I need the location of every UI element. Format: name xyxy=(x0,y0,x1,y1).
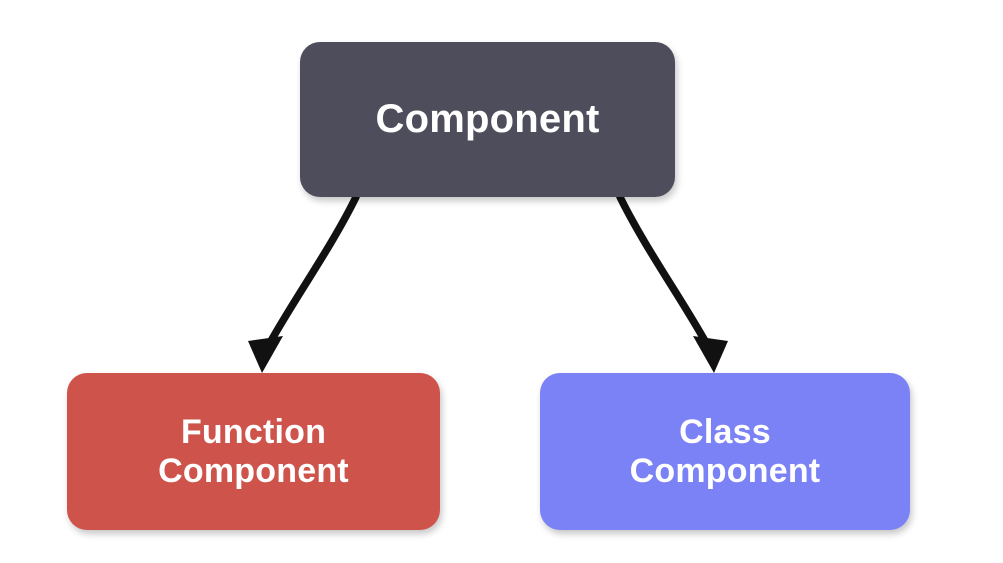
node-component-root-label: Component xyxy=(375,97,600,142)
node-function-component-label: Function Component xyxy=(158,413,349,490)
arrow-root-to-function-head xyxy=(248,336,283,373)
arrow-root-to-class-line xyxy=(616,193,714,354)
node-class-component[interactable]: Class Component xyxy=(540,373,910,530)
arrow-root-to-function-line xyxy=(262,193,360,354)
arrow-root-to-function xyxy=(248,193,360,373)
node-class-component-label: Class Component xyxy=(629,413,821,490)
arrow-root-to-class-head xyxy=(693,336,728,373)
arrow-root-to-class xyxy=(616,193,728,373)
node-function-component[interactable]: Function Component xyxy=(67,373,440,530)
node-component-root[interactable]: Component xyxy=(300,42,675,197)
